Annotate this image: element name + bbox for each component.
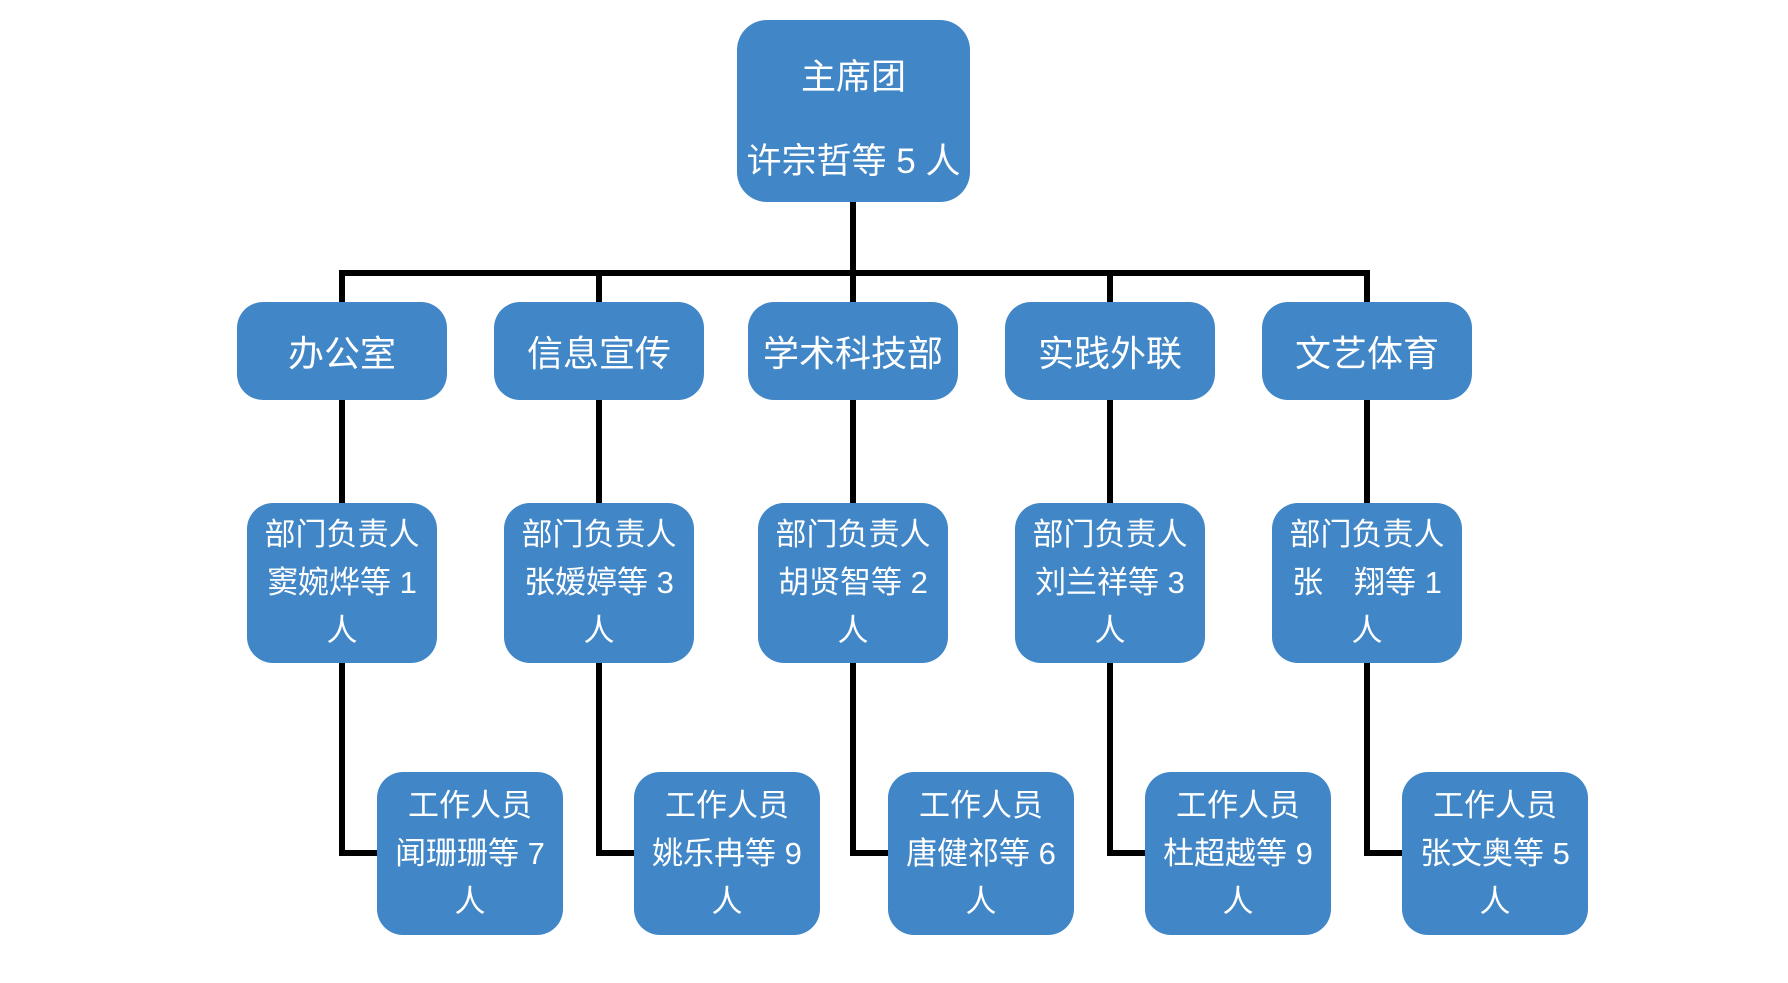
connector-dept-leader-5 — [1364, 398, 1370, 505]
staff-names: 闻珊珊等 7 — [395, 835, 545, 871]
connector-leader-staff-elbow-5 — [1365, 850, 1405, 856]
staff-unit: 人 — [1479, 883, 1511, 919]
leader-role: 部门负责人 — [521, 517, 677, 552]
node-dept-label: 办公室 — [287, 333, 396, 374]
node-dept-label: 实践外联 — [1037, 333, 1182, 374]
connector-root-stem — [850, 202, 856, 304]
connector-leader-staff-vertical-5 — [1364, 661, 1370, 856]
connector-leader-staff-vertical-1 — [339, 661, 345, 856]
connector-drop-dept-1 — [339, 270, 345, 304]
node-dept-label: 文艺体育 — [1294, 333, 1439, 374]
node-presidium-members: 许宗哲等 5 人 — [746, 141, 961, 181]
leader-role: 部门负责人 — [1032, 517, 1188, 552]
leader-role: 部门负责人 — [264, 517, 420, 552]
leader-names: 张嫒婷等 3 — [524, 565, 674, 600]
staff-unit: 人 — [711, 883, 743, 919]
connector-dept-leader-1 — [339, 398, 345, 505]
leader-unit: 人 — [326, 613, 358, 648]
connector-leader-staff-elbow-2 — [597, 850, 637, 856]
connector-drop-dept-4 — [1107, 270, 1113, 304]
leader-names: 窦婉烨等 1 — [267, 565, 417, 600]
connector-leader-staff-elbow-4 — [1108, 850, 1148, 856]
connector-leader-staff-vertical-3 — [850, 661, 856, 856]
leader-role: 部门负责人 — [1289, 517, 1445, 552]
connector-bus-line — [339, 270, 1370, 276]
connector-leader-staff-elbow-1 — [340, 850, 380, 856]
node-dept-label: 信息宣传 — [526, 333, 671, 374]
connector-leader-staff-vertical-2 — [596, 661, 602, 856]
staff-role: 工作人员 — [919, 787, 1043, 823]
node-dept-arts-sports[interactable]: 文艺体育 — [1262, 302, 1472, 400]
staff-unit: 人 — [965, 883, 997, 919]
leader-unit: 人 — [1094, 613, 1126, 648]
node-dept-academic-tech[interactable]: 学术科技部 — [748, 302, 958, 400]
connector-dept-leader-4 — [1107, 398, 1113, 505]
node-presidium[interactable]: 主席团 许宗哲等 5 人 — [737, 20, 970, 202]
connector-dept-leader-3 — [850, 398, 856, 505]
node-staff-1[interactable]: 工作人员 闻珊珊等 7 人 — [377, 772, 563, 935]
staff-role: 工作人员 — [1433, 787, 1557, 823]
node-presidium-title: 主席团 — [800, 57, 906, 97]
node-staff-3[interactable]: 工作人员 唐健祁等 6 人 — [888, 772, 1074, 935]
node-dept-office[interactable]: 办公室 — [237, 302, 447, 400]
node-leader-3[interactable]: 部门负责人 胡贤智等 2 人 — [758, 503, 948, 663]
staff-names: 杜超越等 9 — [1163, 835, 1313, 871]
node-staff-5[interactable]: 工作人员 张文奥等 5 人 — [1402, 772, 1588, 935]
connector-leader-staff-vertical-4 — [1107, 661, 1113, 856]
node-leader-5[interactable]: 部门负责人 张 翔等 1 人 — [1272, 503, 1462, 663]
node-leader-2[interactable]: 部门负责人 张嫒婷等 3 人 — [504, 503, 694, 663]
staff-role: 工作人员 — [408, 787, 532, 823]
leader-role: 部门负责人 — [775, 517, 931, 552]
staff-names: 唐健祁等 6 — [906, 835, 1056, 871]
connector-leader-staff-elbow-3 — [851, 850, 891, 856]
node-leader-4[interactable]: 部门负责人 刘兰祥等 3 人 — [1015, 503, 1205, 663]
node-dept-label: 学术科技部 — [762, 333, 943, 374]
node-staff-2[interactable]: 工作人员 姚乐冉等 9 人 — [634, 772, 820, 935]
leader-unit: 人 — [837, 613, 869, 648]
leader-unit: 人 — [1351, 613, 1383, 648]
staff-unit: 人 — [1222, 883, 1254, 919]
node-leader-1[interactable]: 部门负责人 窦婉烨等 1 人 — [247, 503, 437, 663]
connector-drop-dept-2 — [596, 270, 602, 304]
node-dept-practice-liaison[interactable]: 实践外联 — [1005, 302, 1215, 400]
staff-names: 张文奥等 5 — [1420, 835, 1570, 871]
connector-dept-leader-2 — [596, 398, 602, 505]
leader-names: 张 翔等 1 — [1292, 565, 1442, 600]
staff-role: 工作人员 — [665, 787, 789, 823]
staff-names: 姚乐冉等 9 — [652, 835, 802, 871]
connector-drop-dept-5 — [1364, 270, 1370, 304]
staff-role: 工作人员 — [1176, 787, 1300, 823]
staff-unit: 人 — [454, 883, 486, 919]
leader-names: 刘兰祥等 3 — [1035, 565, 1185, 600]
leader-names: 胡贤智等 2 — [778, 565, 928, 600]
node-dept-info-publicity[interactable]: 信息宣传 — [494, 302, 704, 400]
leader-unit: 人 — [583, 613, 615, 648]
node-staff-4[interactable]: 工作人员 杜超越等 9 人 — [1145, 772, 1331, 935]
